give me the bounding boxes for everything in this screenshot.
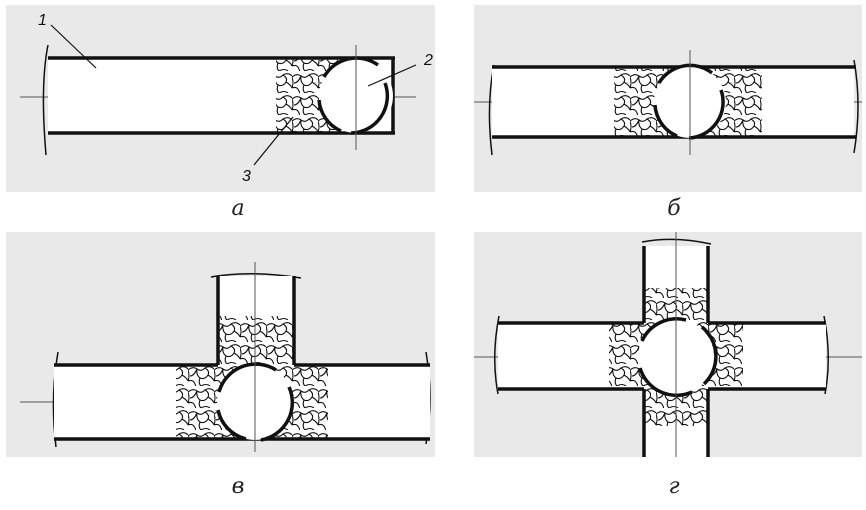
panel-g bbox=[474, 232, 862, 457]
ball-shell bbox=[657, 63, 714, 84]
diagram-g bbox=[474, 232, 862, 457]
diagram-v bbox=[20, 262, 431, 452]
panel-v bbox=[6, 232, 435, 457]
caption-g: г bbox=[668, 474, 680, 499]
pipe-break-line bbox=[42, 44, 49, 156]
caption-v: в bbox=[231, 474, 245, 499]
label-2: 2 bbox=[423, 52, 433, 69]
caption-b: б bbox=[667, 196, 681, 221]
panel-b bbox=[474, 5, 862, 192]
diagram-b bbox=[474, 50, 862, 156]
ball-shell bbox=[322, 56, 380, 78]
ball-shell bbox=[640, 317, 687, 342]
ball-shell bbox=[217, 362, 277, 393]
caption-a: а bbox=[231, 196, 245, 221]
leader-2 bbox=[367, 64, 417, 87]
label-3: 3 bbox=[242, 168, 251, 185]
label-1: 1 bbox=[38, 12, 47, 29]
leader-3 bbox=[253, 116, 294, 166]
panel-a: 1 2 3 bbox=[6, 5, 435, 192]
diagram-a: 1 2 3 bbox=[20, 12, 433, 185]
leader-1 bbox=[50, 24, 97, 69]
